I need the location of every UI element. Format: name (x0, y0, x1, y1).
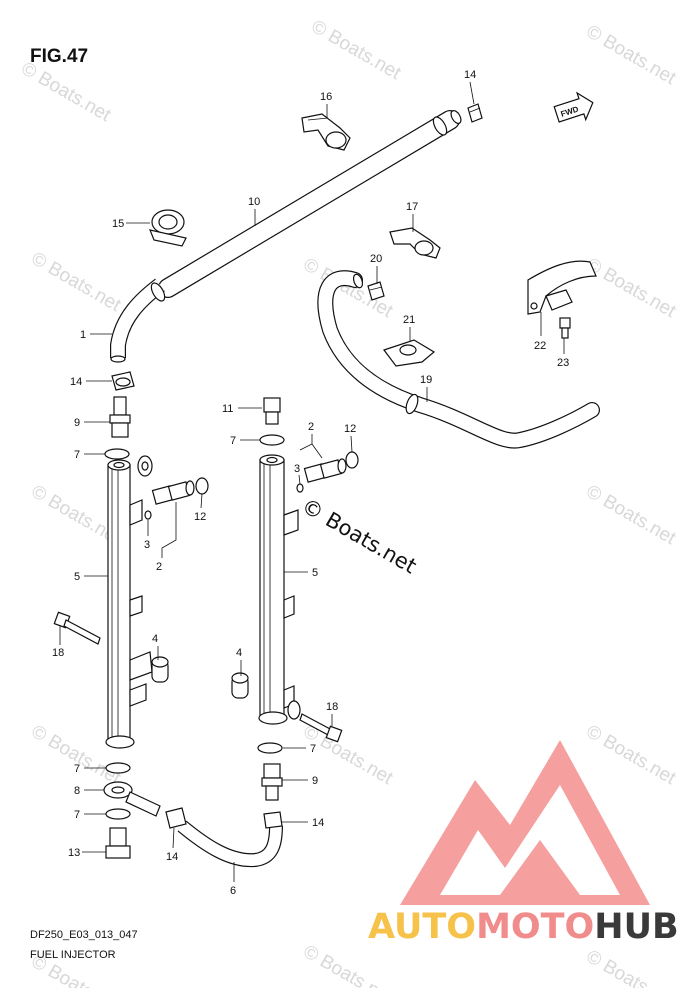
washer-7-left-top (104, 448, 130, 460)
grommet-4-right (231, 672, 249, 699)
callout-label: 7 (74, 449, 80, 461)
brand-auto: AUTO (368, 907, 476, 947)
callout-label: 2 (156, 561, 162, 573)
callout-label: 21 (403, 314, 415, 326)
bolt-13 (105, 827, 131, 859)
fwd-arrow-icon: FWD (553, 91, 594, 123)
callout-label: 18 (52, 647, 64, 659)
banjo-8 (103, 781, 161, 817)
callout-label: 13 (68, 847, 80, 859)
clamp-14-bottom-left (165, 807, 187, 829)
callout-label: 11 (222, 403, 233, 415)
o-ring-3-right (296, 483, 304, 493)
callout-label: 7 (74, 763, 80, 775)
callout-label: 15 (112, 218, 124, 230)
callout-label: 7 (310, 743, 316, 755)
callout-label: 5 (312, 567, 318, 579)
grommet-4-left (151, 656, 169, 683)
callout-label: 5 (74, 571, 80, 583)
callout-label: 7 (230, 435, 236, 447)
callout-label: 9 (312, 775, 318, 787)
brand-moto: MOTO (476, 907, 594, 947)
bolt-23 (559, 317, 571, 339)
callout-label: 20 (370, 253, 382, 265)
callout-label: 23 (557, 357, 569, 369)
callout-label: 4 (236, 647, 242, 659)
callouts: 14 16 10 15 17 20 21 19 22 23 1 14 (52, 69, 569, 897)
watermark: © Boats.net (583, 721, 680, 789)
callout-label: 12 (194, 511, 206, 523)
callout-label: 10 (248, 196, 260, 208)
callout-label: 14 (70, 376, 82, 388)
callout-label: 6 (230, 885, 236, 897)
callout-label: 3 (144, 539, 150, 551)
watermark: © Boats.net (308, 16, 405, 84)
clamp-16 (301, 113, 351, 151)
clamp-14-bottom-right (263, 811, 283, 829)
brand-logo: AUTOMOTOHUB (368, 740, 679, 947)
watermark: © Boats.net (28, 248, 125, 316)
fitting-9-right (261, 763, 283, 801)
clamp-14-left (111, 371, 135, 391)
watermark: © Boats.net (583, 254, 680, 322)
fuel-rail-left (105, 455, 153, 749)
fuel-rail-right (258, 454, 301, 725)
return-hose-19 (317, 270, 600, 449)
figure-title: FIG.47 (30, 46, 88, 67)
washer-7-left-lowest (105, 808, 131, 820)
injector-right (303, 458, 347, 483)
diagram-name: FUEL INJECTOR (30, 949, 116, 961)
bracket-22 (527, 260, 597, 315)
fitting-9-left (109, 396, 131, 438)
o-ring-3-left (144, 510, 152, 520)
o-ring-12-left (195, 477, 209, 495)
brand-triangle-small-icon (500, 840, 580, 895)
diagram-code: DF250_E03_013_047 (30, 929, 138, 941)
watermark: © Boats.net (583, 21, 680, 89)
svg-text:AUTOMOTOHUB: AUTOMOTOHUB (368, 907, 679, 947)
clamp-21 (383, 339, 436, 367)
callout-label: 19 (420, 374, 432, 386)
callout-label: 9 (74, 417, 80, 429)
watermark: © Boats.net (583, 481, 680, 549)
washer-7-right-bottom (257, 742, 283, 754)
o-ring-12-right (345, 451, 359, 469)
plug-11 (263, 397, 281, 425)
bolt-18-left (53, 611, 101, 645)
fuel-hose-top (110, 110, 462, 363)
watermark: © Boats.net (18, 58, 115, 126)
callout-label: 8 (74, 785, 80, 797)
bolt-18-right (299, 713, 343, 743)
injector-left (151, 480, 195, 505)
brand-hub: HUB (594, 907, 678, 947)
callout-label: 14 (312, 817, 324, 829)
callout-label: 12 (344, 423, 356, 435)
callout-label: 17 (406, 201, 418, 213)
callout-label: 2 (308, 421, 314, 433)
callout-label: 18 (326, 701, 338, 713)
hose-6 (177, 820, 283, 868)
callout-label: 4 (152, 633, 158, 645)
callout-label: 1 (80, 329, 86, 341)
center-watermark: © Boats.net (298, 494, 421, 579)
clamp-20 (367, 281, 385, 301)
callout-label: 7 (74, 809, 80, 821)
callout-label: 16 (320, 91, 332, 103)
brand-triangle-inner-icon (440, 785, 620, 895)
clamp-14-top (467, 103, 483, 123)
watermark: © Boats.net (300, 941, 397, 988)
clamp-15 (149, 209, 187, 247)
washer-7-left-bottom (105, 762, 131, 774)
callout-label: 22 (534, 340, 546, 352)
callout-label: 14 (166, 851, 178, 863)
callout-label: 3 (294, 463, 300, 475)
washer-7-right-top (259, 434, 285, 446)
watermark: © Boats.net (583, 946, 680, 988)
callout-label: 14 (464, 69, 476, 81)
clamp-17 (389, 227, 441, 259)
